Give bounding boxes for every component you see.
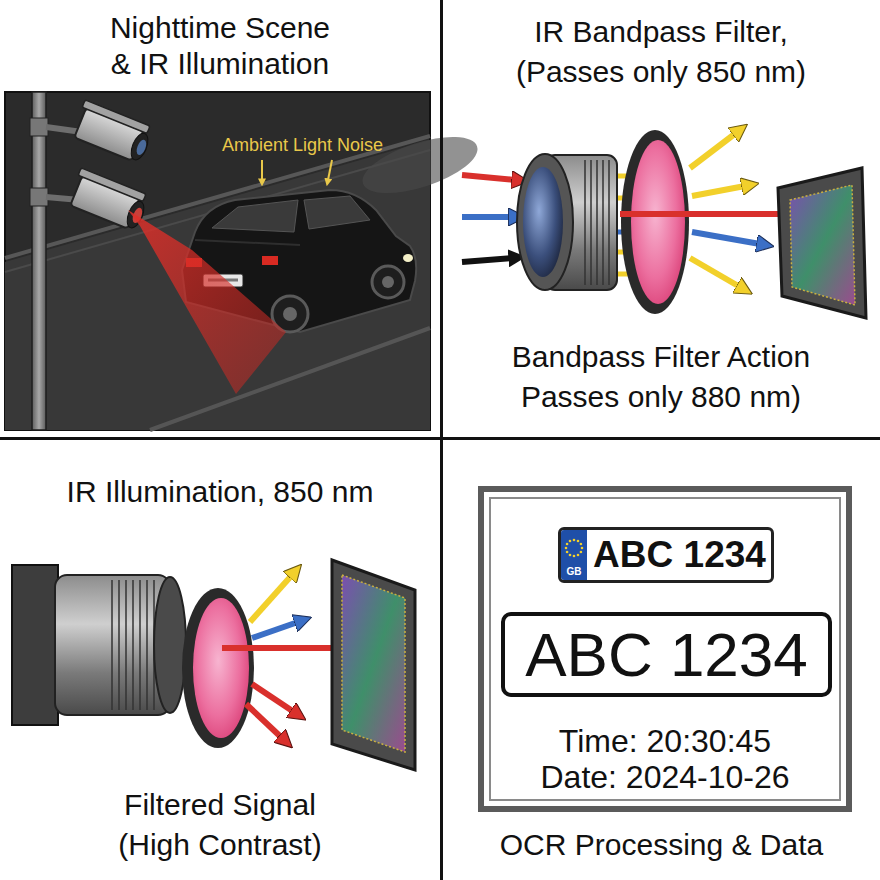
rejected-ray (690, 258, 740, 287)
eu-star (577, 554, 580, 557)
ridge (596, 160, 598, 285)
panel: Nighttime Scene & IR Illumination (0, 0, 440, 437)
sensor-surface (790, 185, 855, 305)
eu-star (573, 555, 576, 558)
camera-lens (128, 131, 151, 162)
rejected-ray (692, 232, 760, 244)
bandpass-filter (631, 140, 685, 304)
camera-hood (82, 100, 150, 134)
lamp-pole (32, 92, 46, 430)
bracket-plate (30, 118, 48, 136)
plate-number: ABC 1234 (505, 616, 828, 693)
wheel (372, 266, 404, 298)
panel-caption: OCR Processing & Data (443, 827, 880, 863)
display-frame: GBABC 1234ABC 1234Time: 20:30:45Date: 20… (478, 486, 852, 812)
lens-ring (154, 577, 186, 713)
eu-star (580, 543, 583, 546)
ridge (590, 160, 592, 285)
eu-star (573, 539, 576, 542)
license-plate: ABC 1234 (501, 612, 832, 697)
noise-pointer (261, 160, 263, 180)
rejected-ray (692, 186, 745, 196)
wheel-hub (382, 276, 394, 288)
ridge (111, 580, 113, 710)
plate-number: ABC 1234 (588, 532, 771, 578)
headlight (403, 254, 413, 262)
light-ray (462, 175, 515, 180)
eu-star (566, 543, 569, 546)
filter-rim (621, 130, 689, 314)
camera-hood (78, 168, 146, 202)
filter-rim (182, 588, 254, 748)
ridge (125, 580, 127, 710)
timestamp: Date: 2024-10-26 (484, 759, 846, 795)
passed-ray (222, 645, 342, 651)
passed-ray (252, 684, 294, 712)
passed-ray (620, 211, 796, 217)
panel: GBABC 1234ABC 1234Time: 20:30:45Date: 20… (443, 440, 880, 880)
car-window (304, 196, 370, 229)
ridge (602, 160, 604, 285)
rejected-ray (690, 133, 736, 168)
sensor-surface (342, 575, 405, 752)
car-trim (195, 240, 300, 245)
rejected-ray (252, 622, 298, 638)
tail-light (262, 256, 278, 265)
ridge (132, 580, 134, 710)
timestamp: Time: 20:30:45 (484, 723, 846, 759)
license-plate: GBABC 1234 (558, 527, 774, 583)
panel-title: IR Illumination, 850 nm (20, 474, 420, 510)
scene-background (5, 92, 430, 430)
panel-caption: Filtered Signal (High Contrast) (100, 785, 340, 865)
panel-title: IR Bandpass Filter, (Passes only 850 nm) (486, 12, 836, 92)
curb-line (150, 328, 430, 430)
lens-glass (135, 138, 148, 156)
annotation: Ambient Light Noise (200, 135, 405, 156)
ridge (118, 580, 120, 710)
image-sensor (332, 560, 415, 770)
ridge (146, 580, 148, 710)
eu-star (577, 540, 580, 543)
eu-star (569, 554, 572, 557)
lens-ridges (585, 160, 609, 285)
eu-star (569, 540, 572, 543)
panel-caption: Bandpass Filter Action Passes only 880 n… (486, 337, 836, 417)
bandpass-filter (193, 598, 249, 738)
image-sensor (778, 168, 866, 318)
wheel-hub (283, 307, 297, 321)
lens-barrel (55, 575, 170, 715)
night-scene (5, 92, 484, 430)
light-ray (462, 214, 512, 220)
ir-beam (128, 210, 286, 394)
panel: IR Bandpass Filter, (Passes only 850 nm)… (443, 0, 880, 437)
eu-star (580, 551, 583, 554)
filtered-illustration (12, 560, 415, 770)
panel: IR Illumination, 850 nm Filtered Signal (… (0, 440, 440, 880)
lens-ridges (112, 580, 154, 710)
ridge (584, 160, 586, 285)
ridge (139, 580, 141, 710)
country-code: GB (561, 566, 587, 578)
eu-star (565, 547, 568, 550)
ridge (608, 160, 610, 285)
noise-pointer (328, 160, 332, 180)
eu-stars (561, 533, 587, 563)
camera-body (12, 565, 58, 725)
lens-ring (517, 154, 573, 290)
bracket-plate (30, 188, 48, 206)
eu-star (581, 547, 584, 550)
panel-title: Nighttime Scene & IR Illumination (100, 10, 340, 82)
passed-ray (246, 704, 282, 738)
lens-glass (523, 167, 563, 277)
filter-illustration (462, 130, 866, 318)
rejected-ray (250, 575, 292, 622)
cctv-camera (71, 100, 155, 164)
light-ray (462, 258, 512, 262)
panel-divider (0, 437, 880, 440)
eu-star (566, 551, 569, 554)
car-window (212, 200, 298, 232)
